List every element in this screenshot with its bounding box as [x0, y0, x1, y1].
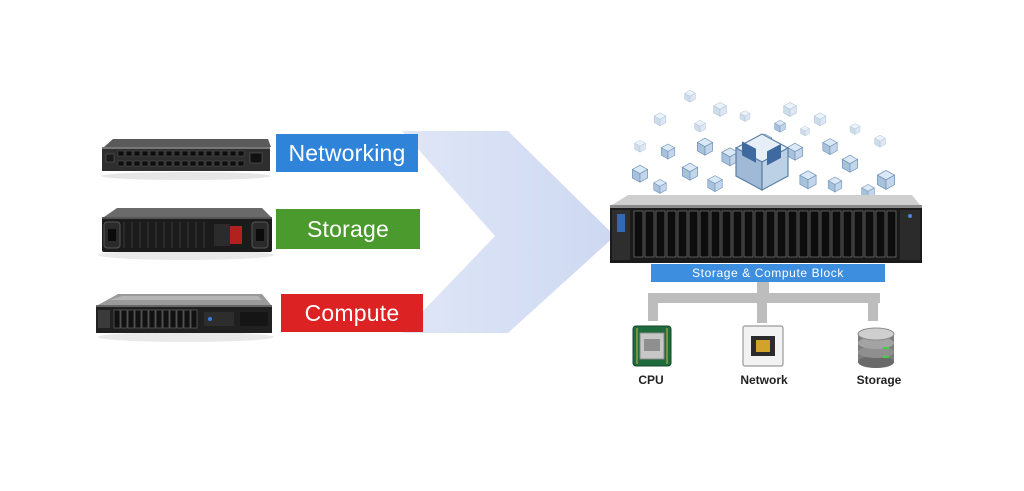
storage-label: Storage: [276, 209, 420, 249]
network-label: Network: [740, 373, 788, 387]
compute-label: Compute: [281, 294, 423, 332]
storage-compute-block-label: Storage & Compute Block: [651, 264, 885, 282]
cpu-label: CPU: [638, 373, 664, 387]
storage-resource-label: Storage: [856, 373, 902, 387]
networking-label: Networking: [276, 134, 418, 172]
